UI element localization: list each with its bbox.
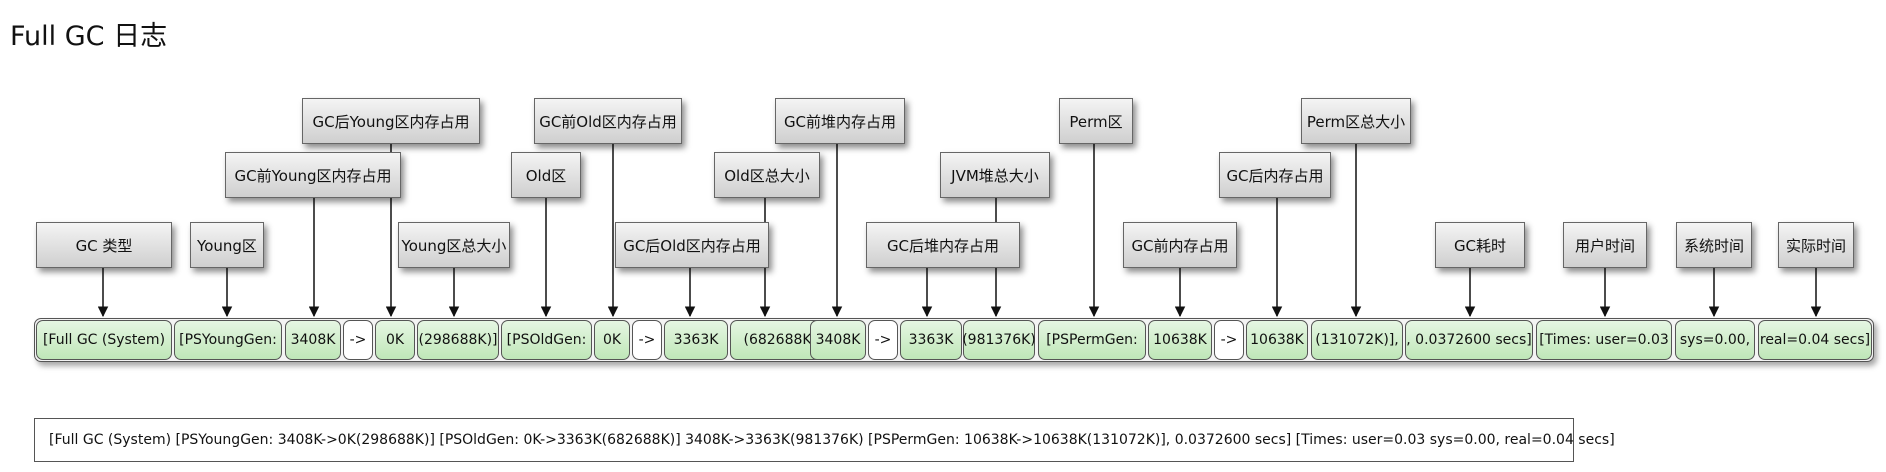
log-segment: 3363K — [900, 320, 962, 360]
annotation-label: GC前Young区内存占用 — [225, 152, 401, 198]
annotation-label: Old区总大小 — [714, 152, 820, 198]
log-segment: real=0.04 secs] — [1758, 320, 1872, 360]
annotation-label: GC耗时 — [1435, 222, 1525, 268]
annotation-label: GC前堆内存占用 — [775, 98, 905, 144]
log-segment: [Times: user=0.03 — [1536, 320, 1672, 360]
page-title: Full GC 日志 — [10, 21, 168, 52]
annotation-label: JVM堆总大小 — [940, 152, 1050, 198]
log-segment: [Full GC (System) — [36, 320, 172, 360]
annotation-label: GC前内存占用 — [1123, 222, 1237, 268]
annotation-label: 用户时间 — [1563, 222, 1647, 268]
annotation-label: GC前Old区内存占用 — [534, 98, 682, 144]
log-segment: -> — [1214, 320, 1244, 360]
annotation-label: GC 类型 — [36, 222, 172, 268]
log-segment: , 0.0372600 secs] — [1405, 320, 1533, 360]
annotation-label: Young区 — [190, 222, 264, 268]
full-gc-log-line: [Full GC (System) [PSYoungGen: 3408K->0K… — [34, 418, 1615, 462]
log-segment: sys=0.00, — [1675, 320, 1755, 360]
log-segment: [PSYoungGen: — [174, 320, 282, 360]
log-segment: [PSOldGen: — [501, 320, 592, 360]
log-segment: 0K — [594, 320, 630, 360]
annotation-label: Perm区总大小 — [1301, 98, 1411, 144]
annotation-label: GC后Old区内存占用 — [615, 222, 769, 268]
log-segment: (298688K)] — [417, 320, 499, 360]
annotation-label: 实际时间 — [1778, 222, 1854, 268]
annotation-label: 系统时间 — [1676, 222, 1752, 268]
log-segment: 3363K — [664, 320, 728, 360]
log-segment: 10638K — [1148, 320, 1212, 360]
log-segment: -> — [632, 320, 662, 360]
log-segment: 0K — [375, 320, 415, 360]
log-segment: [PSPermGen: — [1038, 320, 1146, 360]
log-segment: (981376K) — [962, 320, 1036, 360]
annotation-label: Perm区 — [1059, 98, 1133, 144]
log-segment: -> — [343, 320, 373, 360]
annotation-label: Young区总大小 — [398, 222, 510, 268]
log-segment: 3408K — [810, 320, 866, 360]
annotation-label: GC后内存占用 — [1219, 152, 1331, 198]
annotation-label: GC后Young区内存占用 — [302, 98, 480, 144]
annotation-label: Old区 — [511, 152, 581, 198]
annotation-label: GC后堆内存占用 — [866, 222, 1020, 268]
log-segment: -> — [868, 320, 898, 360]
log-segment: 10638K — [1246, 320, 1308, 360]
log-segment: 3408K — [285, 320, 341, 360]
log-segment: (131072K)], — [1311, 320, 1403, 360]
